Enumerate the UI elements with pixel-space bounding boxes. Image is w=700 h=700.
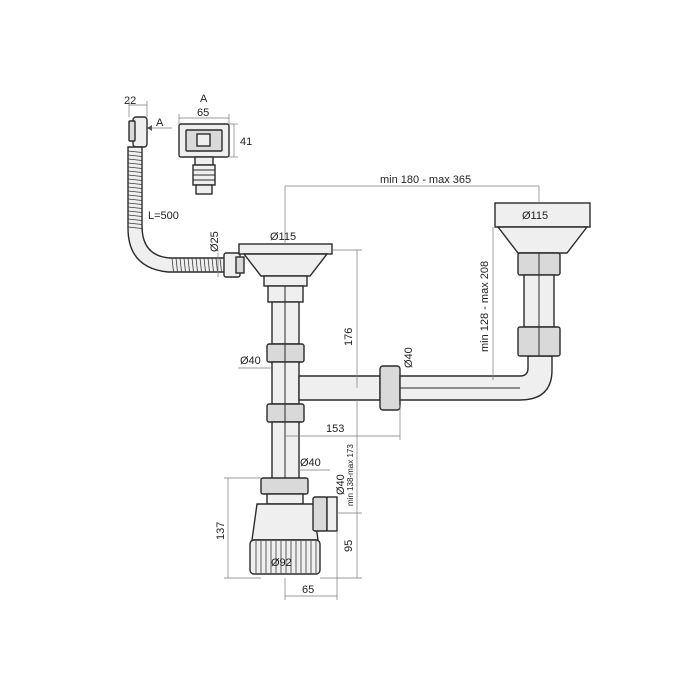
hose-rib	[127, 150, 143, 153]
hose-rib	[127, 198, 143, 201]
label-horizontal-153: 153	[326, 423, 344, 435]
dimension-lines	[224, 185, 540, 600]
hose-rib	[127, 154, 143, 157]
hose-rib	[127, 182, 143, 185]
label-outlet-height: min 138-max 173	[346, 444, 355, 506]
hose-rib	[175, 257, 178, 273]
hose-rib	[127, 158, 143, 161]
label-overflow-diameter: Ø25	[209, 231, 221, 252]
hose-rib	[203, 257, 206, 273]
bottle-trap	[249, 477, 338, 575]
right-sink-strainer	[494, 202, 591, 357]
hose-rib	[127, 186, 143, 189]
hose-rib	[127, 206, 143, 209]
hose-rib	[215, 257, 218, 273]
labels: 22 A A 65 41 L=500 Ø25 Ø115 Ø115 min 180…	[124, 93, 548, 596]
label-lower-pipe: Ø40	[300, 457, 321, 469]
hose-rib	[199, 257, 202, 273]
label-hose-width: 22	[124, 95, 136, 107]
overflow-plate	[128, 101, 172, 148]
hose-rib	[127, 162, 143, 165]
hose-rib	[127, 202, 143, 205]
left-vertical-pipe	[266, 285, 305, 481]
horizontal-branch-pipe	[298, 355, 553, 411]
hose-rib	[179, 257, 182, 273]
label-height-176: 176	[343, 328, 355, 346]
hose-rib	[127, 214, 143, 217]
view-a-overflow-detail	[178, 123, 230, 195]
hose-rib	[187, 257, 190, 273]
hose-rib	[195, 257, 198, 273]
label-view-a-width: 65	[197, 107, 209, 119]
label-left-strainer: Ø115	[270, 231, 296, 243]
hose-rib	[127, 174, 143, 177]
hose-rib	[183, 257, 186, 273]
label-view-a-height: 41	[240, 136, 252, 148]
label-left-pipe: Ø40	[240, 355, 261, 367]
hose-rib	[127, 178, 143, 181]
hose-rib	[127, 194, 143, 197]
hose-rib	[171, 257, 174, 273]
hose-rib	[127, 170, 143, 173]
hose-rib	[127, 218, 143, 221]
hose-rib	[219, 257, 222, 273]
hose-rib	[127, 222, 143, 225]
label-hose-length: L=500	[148, 210, 179, 222]
label-center-distance: min 180 - max 365	[380, 174, 471, 186]
label-trap-diameter: Ø92	[271, 557, 292, 569]
label-right-strainer: Ø115	[522, 210, 548, 222]
hose-rib	[127, 190, 143, 193]
label-right-height: min 128 - max 208	[479, 261, 491, 352]
view-a-dimensions	[178, 114, 238, 158]
hose-rib	[207, 257, 210, 273]
label-branch-pipe: Ø40	[403, 347, 415, 368]
hose-rib	[211, 257, 214, 273]
label-trap-width: 65	[302, 584, 314, 596]
hose-rib	[127, 166, 143, 169]
label-trap-height: 137	[215, 522, 227, 540]
label-outlet-pipe: Ø40	[335, 474, 347, 495]
overflow-connector	[217, 252, 245, 278]
hose-rib	[127, 210, 143, 213]
hose-rib	[191, 257, 194, 273]
label-outlet-95: 95	[343, 540, 355, 552]
left-sink-strainer	[238, 243, 333, 287]
label-view-a-title: A	[200, 93, 208, 105]
label-view-a-arrow: A	[156, 117, 164, 129]
hose-rib	[127, 226, 143, 229]
